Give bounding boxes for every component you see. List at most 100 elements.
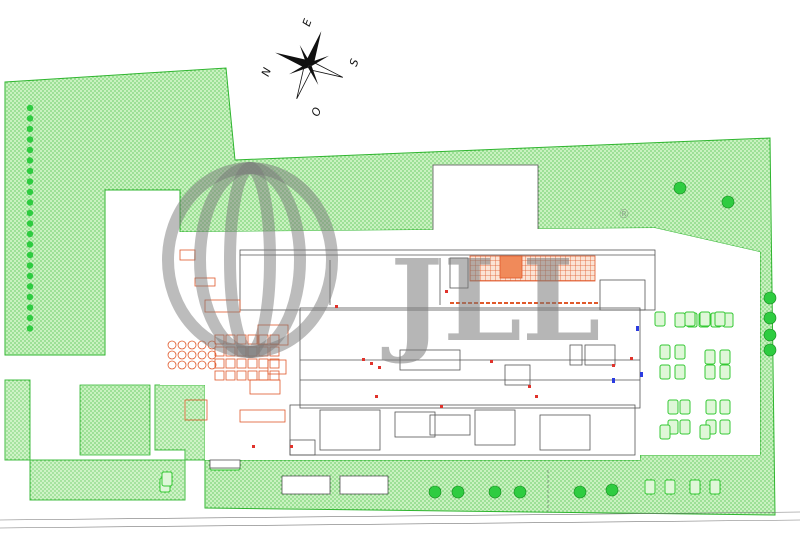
tree-icon	[26, 304, 34, 311]
parking-space	[704, 349, 716, 365]
parking-space	[689, 479, 701, 495]
tree-icon	[26, 188, 34, 196]
tree-icon	[26, 199, 34, 206]
tree-icon	[451, 485, 465, 499]
machine-unit	[269, 358, 280, 369]
parking-space	[674, 344, 686, 360]
tree-icon	[428, 485, 442, 499]
tree-icon	[721, 195, 735, 209]
tree-icon	[763, 291, 777, 305]
machine-unit	[247, 358, 258, 369]
parking-space	[705, 399, 717, 415]
tree-icon	[573, 485, 587, 499]
tree-icon	[26, 220, 34, 227]
machine-unit	[184, 399, 208, 421]
tank-icon	[177, 360, 187, 370]
parking-space	[674, 364, 686, 380]
equipment-marker	[528, 385, 531, 388]
tree-icon	[26, 115, 34, 122]
parking-space	[664, 479, 676, 495]
parking-space	[659, 344, 671, 360]
tree-icon	[763, 343, 777, 357]
parking-space	[719, 349, 731, 365]
building-south-wing	[289, 404, 636, 456]
orange-grid-zone	[450, 255, 600, 304]
tree-icon	[26, 262, 34, 269]
tree-icon	[26, 178, 34, 185]
parking-space	[719, 399, 731, 415]
equipment-markers	[252, 290, 643, 448]
parking-space	[719, 364, 731, 380]
equipment-marker	[440, 405, 443, 408]
equipment-marker	[612, 364, 615, 367]
parking-space	[684, 311, 696, 327]
green-area-southwest	[4, 379, 206, 501]
tree-icon	[26, 283, 34, 290]
tree-icon	[488, 485, 502, 499]
compass-rose	[275, 31, 344, 100]
parking-space	[659, 424, 671, 440]
tree-icon	[26, 230, 34, 238]
parking-space	[699, 424, 711, 440]
equipment-marker	[362, 358, 365, 361]
tank-icon	[207, 360, 217, 370]
machine-unit	[225, 370, 236, 381]
parking-space	[659, 364, 671, 380]
tank-icon	[187, 340, 197, 350]
tree-icon	[26, 125, 34, 133]
tree-icon	[605, 483, 619, 497]
machine-unit	[214, 358, 225, 369]
tree-icon	[26, 293, 34, 301]
watermark-text: JLL	[381, 236, 601, 367]
equipment-marker	[252, 445, 255, 448]
tank-icon	[177, 340, 187, 350]
factory-building	[239, 249, 656, 456]
parking-space	[674, 312, 686, 328]
parking-space	[644, 479, 656, 495]
tree-icon	[26, 325, 34, 332]
equipment-marker	[290, 445, 293, 448]
parking-area	[159, 311, 734, 495]
tree-icon	[26, 167, 34, 175]
machine-unit	[267, 359, 287, 375]
road-lines	[0, 470, 800, 529]
tree-icon	[513, 485, 527, 499]
building-north-wing	[239, 249, 656, 311]
tank-icon	[167, 340, 177, 350]
tank-icon	[197, 360, 207, 370]
machine-unit	[239, 409, 286, 423]
parking-space	[714, 311, 726, 327]
parking-space	[654, 311, 666, 327]
equipment-marker	[640, 372, 643, 377]
tree-icon	[673, 181, 687, 195]
tank-icon	[207, 350, 217, 360]
machine-unit	[236, 358, 247, 369]
equipment-marker	[445, 290, 448, 293]
parking-space	[719, 419, 731, 435]
tree-row-west	[26, 104, 34, 332]
equipment-marker	[375, 395, 378, 398]
tank-icon	[177, 350, 187, 360]
north-courtyard	[432, 164, 539, 232]
tree-icon	[26, 241, 34, 248]
parking-space	[699, 311, 711, 327]
tree-icon	[26, 314, 34, 322]
compass-north: N	[259, 66, 274, 78]
tree-icon	[26, 136, 34, 143]
tank-icon	[187, 350, 197, 360]
equipment-marker	[370, 362, 373, 365]
equipment-marker	[535, 395, 538, 398]
tree-icon	[26, 146, 34, 154]
equipment-marker	[612, 378, 615, 383]
equipment-marker	[490, 360, 493, 363]
compass-west: O	[309, 105, 324, 118]
watermark-registered-mark: ®	[618, 207, 630, 221]
green-area-inner-left	[79, 384, 151, 456]
parking-space	[161, 471, 173, 487]
parking-space	[667, 399, 679, 415]
machine-unit	[249, 379, 281, 395]
parking-space	[679, 419, 691, 435]
machine-unit	[214, 370, 225, 381]
tank-icon	[187, 360, 197, 370]
